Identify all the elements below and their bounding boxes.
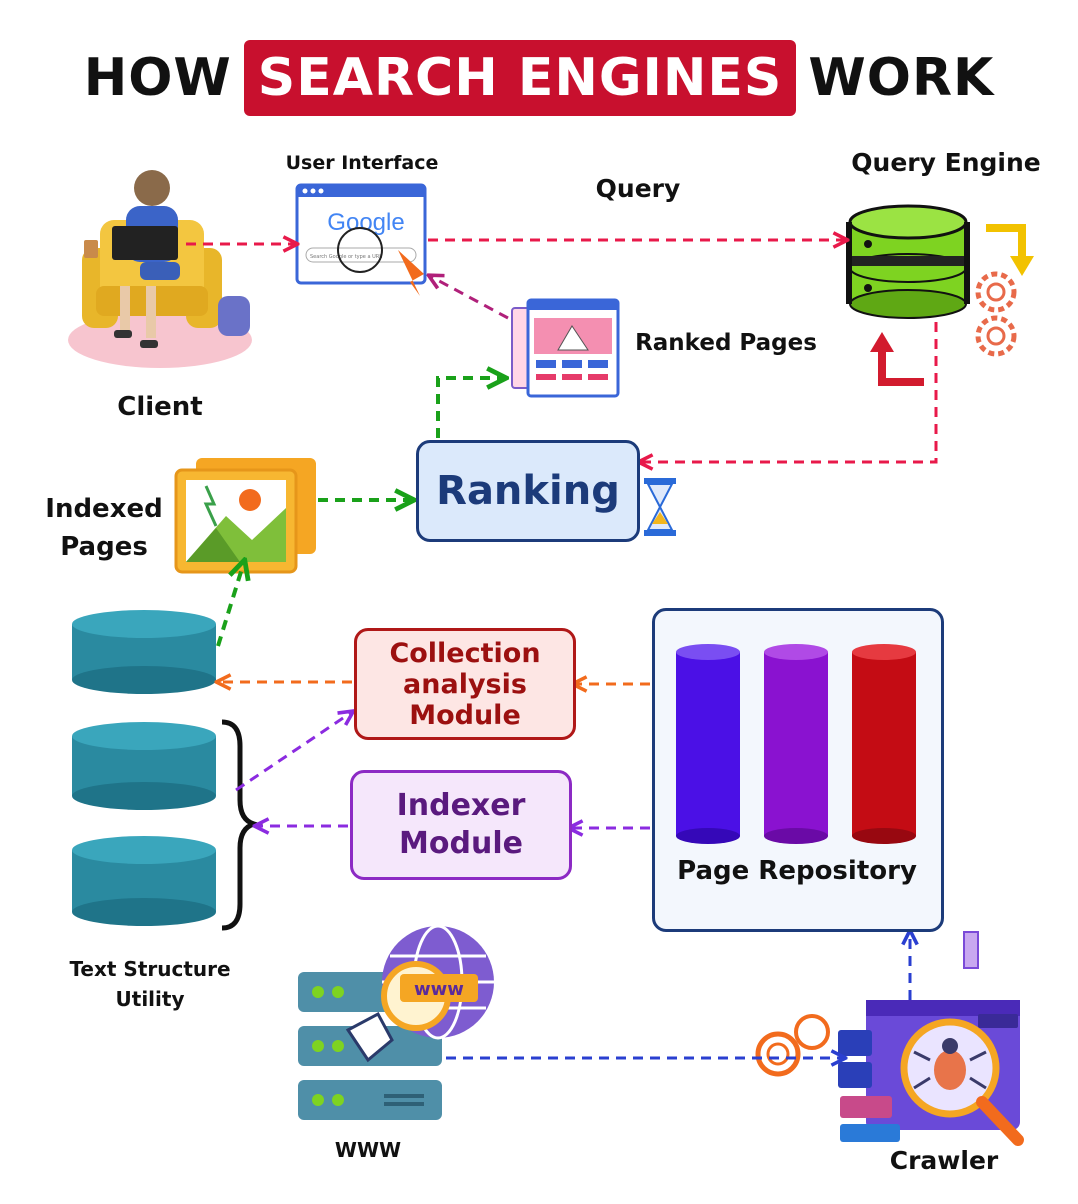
- collection-line-3: Module: [409, 699, 521, 731]
- text-structure-line-1: Text Structure: [69, 957, 231, 981]
- indexed-pages-line-1: Indexed: [45, 494, 163, 524]
- hourglass-icon: [644, 478, 676, 536]
- database-stack-icon: [846, 204, 970, 319]
- ranked-pages-icon: [511, 298, 620, 398]
- ranked-pages-label: Ranked Pages: [635, 330, 817, 356]
- indexer-module-box: Indexer Module: [350, 770, 572, 880]
- arrow-query-engine-to-ranking: [640, 322, 938, 462]
- indexed-pages-line-2: Pages: [60, 532, 148, 562]
- browser-window-icon[interactable]: Google Search Google or type a URL: [295, 183, 427, 285]
- arrow-utility-to-collection: [235, 712, 352, 792]
- title-prefix: HOW: [83, 48, 232, 108]
- title-highlight: SEARCH ENGINES: [243, 40, 797, 116]
- client-person-icon: [68, 170, 252, 368]
- crawler-spider-icon: [755, 931, 1024, 1146]
- globe-www-icon: www: [345, 924, 494, 1063]
- image-pages-icon: [174, 458, 316, 574]
- gear-icon: [975, 271, 1017, 357]
- google-logo: Google: [327, 209, 404, 236]
- database-cylinder-icon: [72, 610, 216, 694]
- page-title: HOW SEARCH ENGINES WORK: [0, 30, 1078, 126]
- page-repository-label: Page Repository: [677, 856, 917, 886]
- search-placeholder: Search Google or type a URL: [310, 254, 382, 260]
- title-suffix: WORK: [808, 48, 995, 108]
- arrow-db-to-indexed: [216, 562, 244, 647]
- loop-arrow-icon: [870, 224, 1034, 386]
- collection-analysis-module-box: Collection analysis Module: [354, 628, 576, 740]
- collection-line-2: analysis: [403, 668, 527, 700]
- crawler-label: Crawler: [889, 1146, 999, 1175]
- query-engine-label: Query Engine: [851, 148, 1041, 177]
- brace-icon: [221, 719, 264, 931]
- query-label: Query: [595, 174, 681, 203]
- cursor-icon: [398, 250, 424, 296]
- text-structure-line-2: Utility: [115, 987, 185, 1011]
- database-cylinder-icon: [72, 836, 216, 926]
- indexer-line-2: Module: [399, 826, 523, 861]
- ranking-label: Ranking: [436, 468, 620, 514]
- ranking-box: Ranking: [416, 440, 640, 542]
- text-structure-utility-label: Text Structure Utility: [52, 954, 248, 1014]
- collection-line-1: Collection: [389, 637, 541, 669]
- user-interface-label: User Interface: [285, 152, 439, 174]
- indexer-line-1: Indexer: [396, 788, 526, 823]
- arrow-ranked-to-ui: [430, 276, 509, 320]
- arrow-ranking-to-ranked: [436, 378, 504, 438]
- www-badge: www: [414, 979, 464, 1000]
- client-label: Client: [117, 392, 203, 422]
- www-label: WWW: [334, 1138, 402, 1162]
- indexed-pages-label: Indexed Pages: [34, 490, 174, 566]
- database-cylinder-icon: [72, 722, 216, 810]
